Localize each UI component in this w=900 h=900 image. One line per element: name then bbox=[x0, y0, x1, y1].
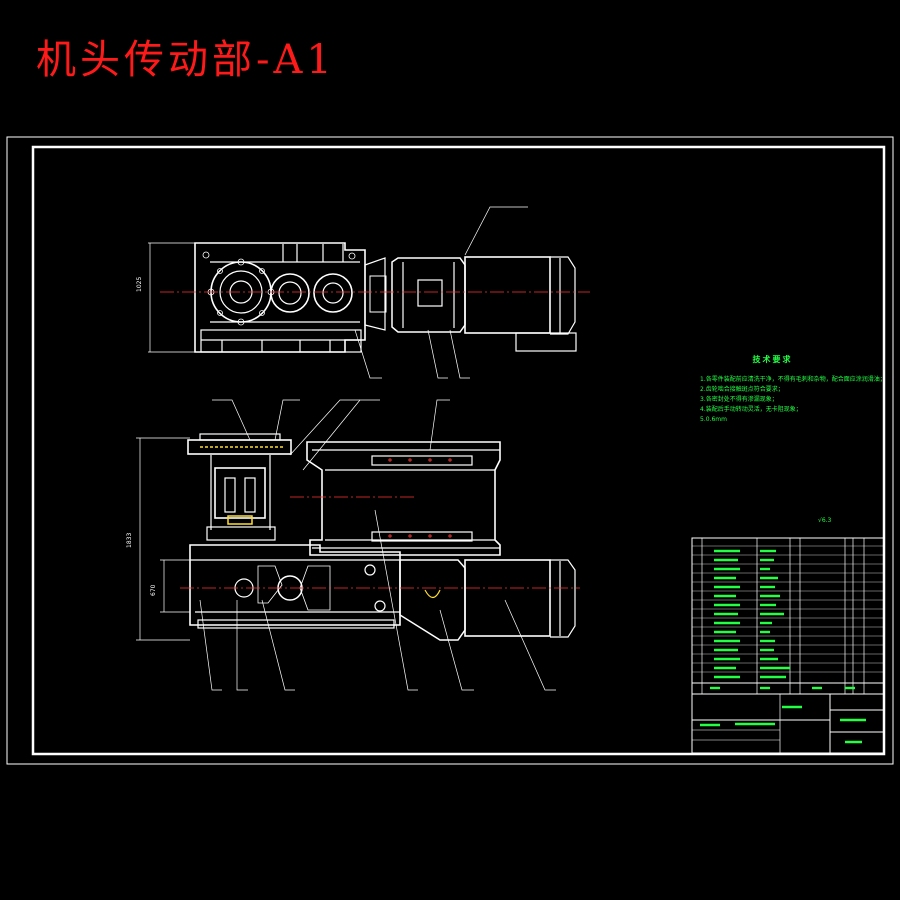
bolt-holes bbox=[202, 251, 356, 326]
requirement-item: 4.装配后手动转动灵活，无卡阻现象； bbox=[700, 406, 802, 413]
title-block-fills bbox=[700, 549, 866, 744]
roughness-symbol: √6.3 bbox=[818, 517, 832, 524]
gear-2-icon bbox=[270, 273, 310, 313]
requirement-item: 2.齿轮啮合接触斑点符合要求； bbox=[700, 386, 784, 393]
roughness-value: 6.3 bbox=[821, 517, 832, 524]
outer-frame bbox=[6, 136, 894, 765]
conveyor-head bbox=[306, 441, 501, 556]
inner-frame bbox=[31, 145, 886, 756]
drawing-title: 机头传动部-A1 bbox=[36, 37, 336, 83]
main-view bbox=[136, 433, 580, 641]
motor-main bbox=[464, 559, 551, 637]
gear-3-icon bbox=[313, 273, 353, 313]
title-block-rows bbox=[692, 545, 884, 673]
dim-main-view-height: 1833 bbox=[126, 532, 133, 548]
top-view bbox=[148, 242, 590, 353]
dim-top-view-height: 1025 bbox=[136, 276, 143, 292]
requirement-item: 1.各零件装配前应清洗干净，不得有毛刺和杂物，配合面应涂润滑油； bbox=[700, 376, 886, 383]
gearbox-main bbox=[189, 544, 401, 626]
yellow-bushing bbox=[227, 515, 253, 525]
leader-lines bbox=[199, 206, 556, 691]
dim-gearbox-height: 670 bbox=[150, 584, 157, 596]
technical-requirements-heading: 技术要求 bbox=[752, 355, 793, 364]
requirement-item: 5.0.6mm bbox=[700, 416, 727, 423]
technical-requirements: 技术要求 1.各零件装配前应清洗干净，不得有毛刺和杂物，配合面应涂润滑油； 2.… bbox=[700, 355, 886, 425]
motor-top bbox=[464, 256, 551, 334]
requirement-item: 3.各密封处不得有渗漏现象； bbox=[700, 396, 778, 403]
